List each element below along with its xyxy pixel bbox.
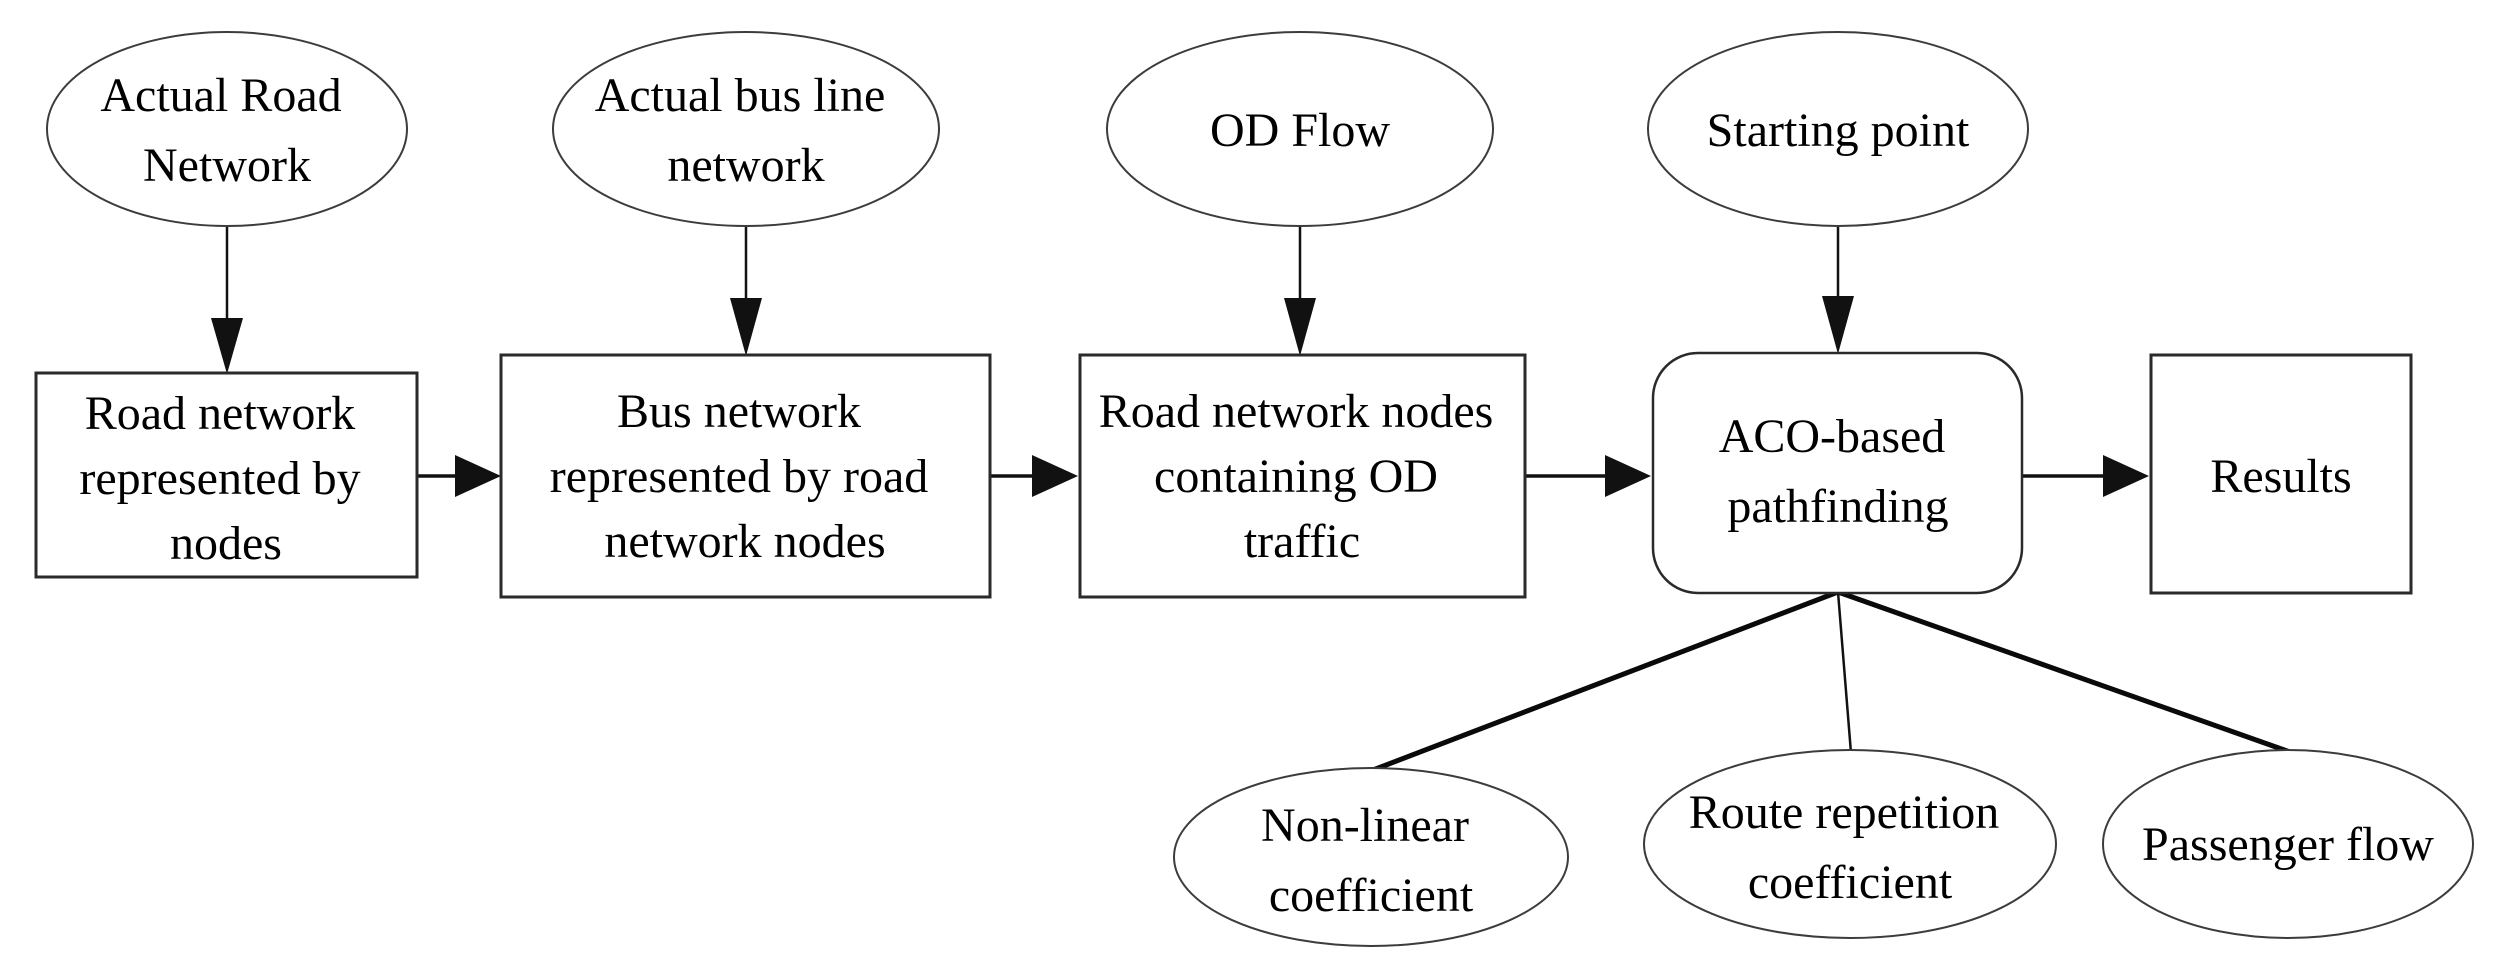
node-passenger-flow: Passenger flow [2102, 749, 2474, 939]
node-results: Results [2149, 353, 2413, 595]
ellipse-shape [1647, 31, 2029, 227]
node-label-line: Road network [85, 387, 356, 440]
edge-aco-pathfinding-to-route-repetition-coefficient [1836, 591, 1853, 754]
node-actual-bus-line-network: Actual bus line network [552, 31, 940, 227]
node-label-line: coefficient [1269, 869, 1474, 922]
node-label: Results [2210, 450, 2351, 503]
node-label: Road network represented by nodes [79, 387, 372, 570]
node-route-repetition-coefficient: Route repetition coefficient [1643, 749, 2057, 939]
node-label-line: Road network nodes [1099, 385, 1494, 438]
plain-line [1837, 589, 2291, 755]
edge-od-flow-to-od-traffic-nodes [1284, 227, 1316, 356]
edge-road-network-nodes-to-bus-network-nodes [417, 455, 501, 497]
arrow-head-right-icon [455, 455, 501, 497]
node-label-line: Network [143, 139, 311, 192]
ellipse-shape [1173, 767, 1569, 947]
ellipse-shape [1106, 31, 1494, 227]
node-label-line: represented by road [550, 450, 929, 503]
edge-aco-pathfinding-to-non-linear-coefficient [1372, 589, 1839, 773]
edge-aco-pathfinding-to-passenger-flow [1837, 589, 2291, 755]
node-label: OD Flow [1210, 104, 1390, 157]
node-label: Route repetition coefficient [1689, 786, 2012, 909]
node-label-line: network nodes [604, 515, 885, 568]
node-label-line: represented by [79, 452, 360, 505]
arrow-head-down-icon [730, 298, 762, 356]
node-label-line: Non-linear [1261, 799, 1469, 852]
node-label: Passenger flow [2142, 818, 2434, 871]
node-starting-point: Starting point [1647, 31, 2029, 227]
edge-bus-network-nodes-to-od-traffic-nodes [990, 455, 1078, 497]
arrow-head-down-icon [211, 318, 243, 374]
arrow-head-down-icon [1822, 296, 1854, 354]
arrow-head-right-icon [1605, 455, 1651, 497]
node-label: ACO-based pathfinding [1719, 410, 1958, 533]
node-label: Non-linear coefficient [1261, 799, 1481, 922]
node-label-line: ACO-based [1719, 410, 1946, 463]
node-label: Starting point [1707, 104, 1970, 157]
rect-shape [499, 353, 992, 599]
node-label-line: containing OD [1154, 450, 1438, 503]
edge-actual-road-network-to-road-network-nodes [211, 227, 243, 374]
node-od-traffic-nodes: Road network nodes containing OD traffic [1078, 353, 1527, 599]
ellipse-shape [552, 31, 940, 227]
node-label-line: Results [2210, 450, 2351, 503]
node-label-line: pathfinding [1727, 480, 1948, 533]
node-label-line: network [667, 139, 824, 192]
rect-shape [2149, 353, 2413, 595]
node-label-line: Starting point [1707, 104, 1970, 157]
plain-line [1836, 591, 1853, 754]
node-label: Actual bus line network [595, 69, 898, 192]
ellipse-shape [1643, 749, 2057, 939]
node-label-line: Passenger flow [2142, 818, 2434, 871]
node-label-line: Actual bus line [595, 69, 886, 122]
node-non-linear-coefficient: Non-linear coefficient [1173, 767, 1569, 947]
node-od-flow: OD Flow [1106, 31, 1494, 227]
edge-aco-pathfinding-to-results [2022, 455, 2149, 497]
ellipse-shape [2102, 749, 2474, 939]
node-label-line: Route repetition [1689, 786, 2000, 839]
node-label: Actual Road Network [100, 69, 353, 192]
node-label-line: coefficient [1748, 856, 1953, 909]
node-label-line: Actual Road [100, 69, 341, 122]
arrow-head-down-icon [1284, 298, 1316, 356]
rect-shape [34, 371, 419, 579]
edge-starting-point-to-aco-pathfinding [1822, 227, 1854, 354]
rounded-rect-shape [1651, 351, 2024, 595]
node-actual-road-network: Actual Road Network [46, 31, 408, 227]
node-label-line: Bus network [617, 385, 861, 438]
ellipse-shape [46, 31, 408, 227]
edge-actual-bus-line-network-to-bus-network-nodes [730, 227, 762, 356]
edge-od-traffic-nodes-to-aco-pathfinding [1525, 455, 1651, 497]
rect-shape [1078, 353, 1527, 599]
node-label: Road network nodes containing OD traffic [1099, 385, 1506, 568]
arrow-head-right-icon [1032, 455, 1078, 497]
arrow-head-right-icon [2103, 455, 2149, 497]
node-label-line: nodes [170, 517, 282, 570]
node-aco-pathfinding: ACO-based pathfinding [1651, 351, 2024, 595]
node-label-line: OD Flow [1210, 104, 1390, 157]
node-label: Bus network represented by road network … [550, 385, 941, 568]
node-bus-network-nodes: Bus network represented by road network … [499, 353, 992, 599]
node-label-line: traffic [1244, 515, 1360, 568]
node-road-network-nodes: Road network represented by nodes [34, 371, 419, 579]
plain-line [1372, 589, 1839, 773]
